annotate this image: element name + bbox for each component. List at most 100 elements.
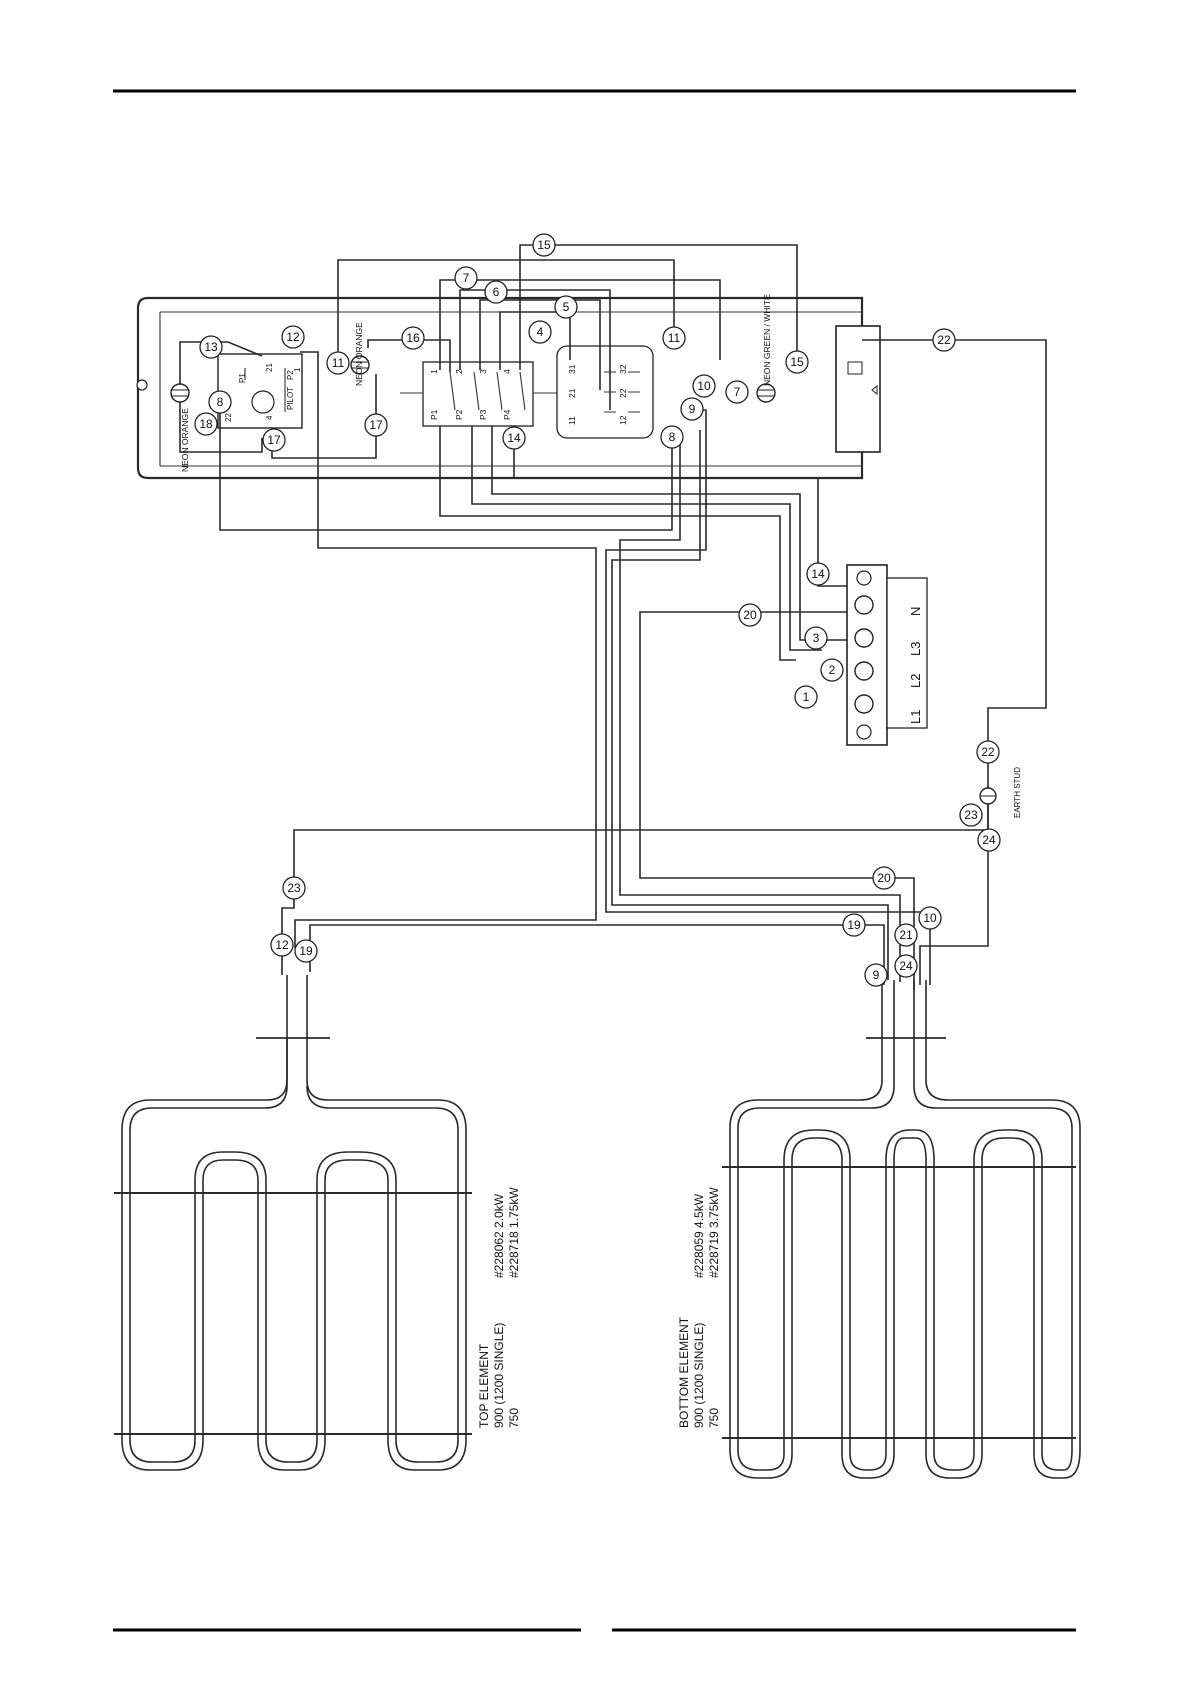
wire-label: 7 [454,266,478,290]
svg-text:24: 24 [899,959,913,973]
wire-label: 17 [364,413,388,437]
top-element-title: TOP ELEMENT [477,1343,491,1428]
top-element-label: TOP ELEMENT 900 (1200 SINGLE) 750 #22806… [477,1187,521,1428]
wire-label: 20 [872,866,896,890]
wire-label: 21 [894,923,918,947]
thermostat-22-label: 22 [224,413,233,422]
wire-label: 19 [842,913,866,937]
thermostat-4-label: 4 [265,415,274,420]
wiring [179,244,1047,990]
thermostat-p1-label: P1 [238,373,247,383]
svg-text:10: 10 [923,911,937,925]
svg-text:9: 9 [873,968,880,982]
relay-21-label: 21 [567,388,577,398]
neon-lamp-left [170,383,190,403]
svg-text:21: 21 [899,928,913,942]
svg-text:8: 8 [217,395,224,409]
bottom-element-size-900: 900 (1200 SINGLE) [692,1323,706,1428]
neon-left-label: NEON ORANGE [180,408,190,472]
bottom-element-part-900: #228059 4.5kW [692,1193,706,1278]
thermostat: P1 P2 PILOT 21 22 4 1 [217,353,303,429]
wire-label: 19 [294,939,318,963]
wire-label: 6 [484,280,508,304]
svg-text:24: 24 [982,833,996,847]
wire-label: 8 [660,425,684,449]
svg-text:11: 11 [332,356,345,370]
svg-text:6: 6 [493,285,500,299]
svg-text:15: 15 [537,238,551,252]
svg-text:14: 14 [811,567,825,581]
neon-right-label: NEON GREEN / WHITE [762,294,772,386]
wire-label: 12 [281,325,305,349]
wire-label: 10 [918,906,942,930]
wire-label: 3 [804,626,828,650]
svg-text:1: 1 [803,690,810,704]
svg-text:14: 14 [507,431,521,445]
wire-label: 5 [554,295,578,319]
svg-text:18: 18 [199,417,213,431]
bottom-element-label: BOTTOM ELEMENT 900 (1200 SINGLE) 750 #22… [677,1187,721,1428]
svg-text:19: 19 [847,918,861,932]
switch-p4-label: P4 [502,409,512,420]
wire-label: 14 [502,426,526,450]
thermostat-p2-label: P2 [286,370,295,380]
wire-number-bubbles: 1 2 3 4 5 6 7 7 8 8 9 9 10 10 11 11 12 1… [194,233,1001,987]
thermostat-pilot-label: PILOT [286,387,295,410]
wire-label: 4 [528,320,552,344]
wire-label: 9 [864,963,888,987]
svg-text:17: 17 [267,433,281,447]
wire-label: 12 [270,933,294,957]
svg-text:8: 8 [669,430,676,444]
switch-2-label: 2 [454,369,464,374]
terminal-n-label: N [908,607,923,616]
wire-label: 24 [977,828,1001,852]
svg-text:17: 17 [369,418,383,432]
wire-label: 24 [894,954,918,978]
top-element-part-900: #228062 2.0kW [492,1193,506,1278]
wire-label: 10 [692,374,716,398]
top-element-size-750: 750 [507,1408,521,1428]
svg-text:7: 7 [734,385,741,399]
svg-text:19: 19 [299,944,313,958]
bottom-element-part-750: #228719 3.75kW [707,1187,721,1278]
bottom-element-title: BOTTOM ELEMENT [677,1316,691,1428]
terminal-l3-label: L3 [908,642,923,656]
switch-4-label: 4 [502,369,512,374]
svg-text:7: 7 [463,271,470,285]
svg-text:12: 12 [275,938,289,952]
wire-label: 13 [199,335,223,359]
wire-label: 11 [326,351,350,375]
switch-p2-label: P2 [454,409,464,420]
svg-text:15: 15 [790,355,804,369]
wire-label: 23 [282,876,306,900]
wire-label: 22 [976,740,1000,764]
relay-contacts: 11 21 31 12 22 32 [556,345,654,439]
wire-label: 1 [794,685,818,709]
switch-3-label: 3 [478,369,488,374]
wire-label: 17 [262,428,286,452]
bottom-element-size-750: 750 [707,1408,721,1428]
terminal-block: L1 L2 L3 N [846,564,928,746]
earth-stud [979,787,997,805]
relay-12-label: 12 [618,415,628,425]
svg-text:22: 22 [981,745,995,759]
thermostat-1-label: 1 [293,367,302,372]
svg-text:22: 22 [937,333,951,347]
svg-text:20: 20 [877,871,891,885]
neon-lamp-right [756,383,776,403]
switch-p1-label: P1 [429,409,439,420]
wire-label: 14 [806,562,830,586]
svg-text:5: 5 [563,300,570,314]
svg-text:16: 16 [406,331,420,345]
bottom-element [722,980,1081,1479]
svg-text:23: 23 [287,881,301,895]
wire-label: 23 [959,803,983,827]
wire-label: 7 [725,380,749,404]
svg-text:23: 23 [964,808,978,822]
switch-1-label: 1 [429,369,439,374]
svg-text:10: 10 [697,379,711,393]
wire-label: 18 [194,412,218,436]
earth-stud-label: EARTH STUD [1013,767,1022,818]
terminal-l2-label: L2 [908,674,923,688]
svg-text:12: 12 [286,330,300,344]
